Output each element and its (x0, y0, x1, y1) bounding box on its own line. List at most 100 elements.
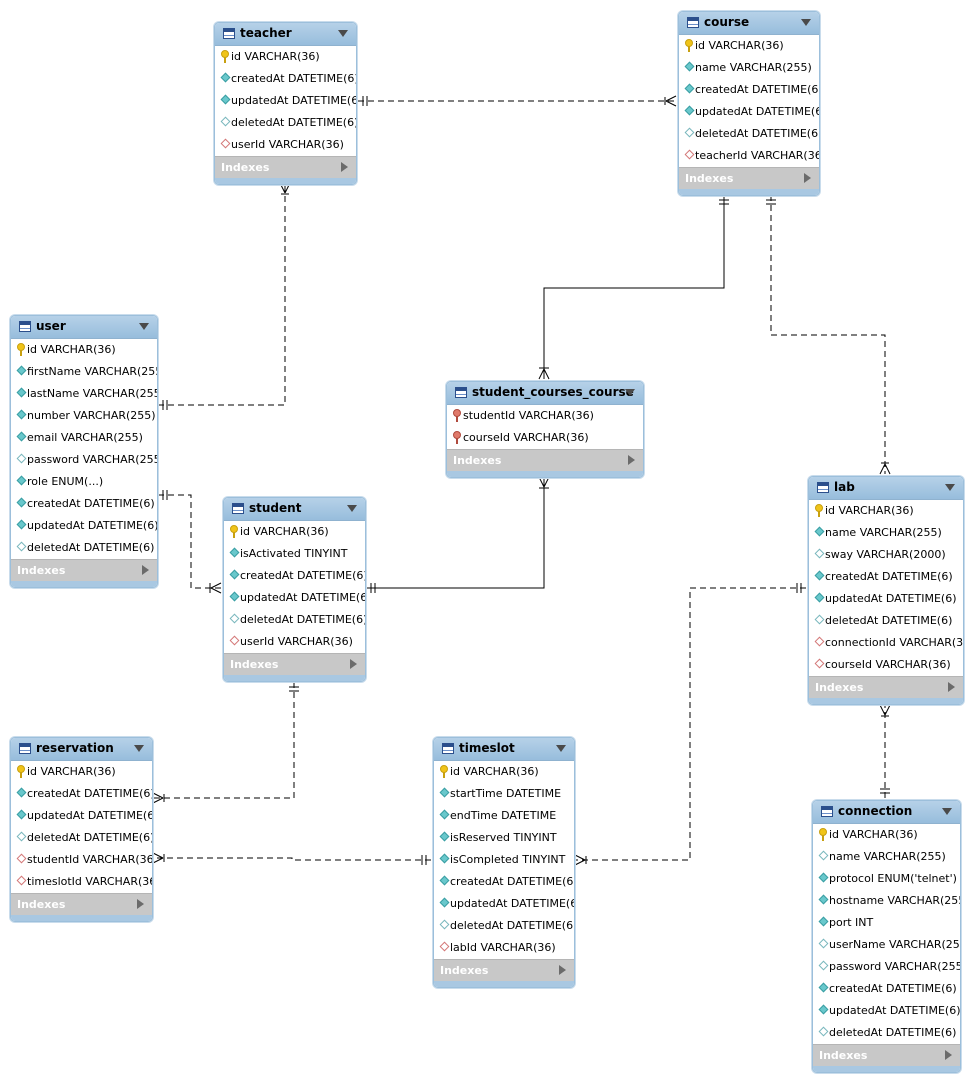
column-row[interactable]: password VARCHAR(255) (11, 449, 157, 471)
table-header[interactable]: reservation (11, 738, 152, 761)
column-row[interactable]: connectionId VARCHAR(36) (809, 632, 963, 654)
indexes-section[interactable]: Indexes (679, 167, 819, 189)
column-row[interactable]: port INT (813, 912, 960, 934)
column-row[interactable]: createdAt DATETIME(6) (11, 783, 152, 805)
expand-arrow-icon[interactable] (350, 659, 357, 669)
column-row[interactable]: isCompleted TINYINT (434, 849, 574, 871)
column-row[interactable]: deletedAt DATETIME(6) (215, 112, 356, 134)
collapse-arrow-icon[interactable] (625, 389, 635, 396)
collapse-arrow-icon[interactable] (556, 745, 566, 752)
column-row[interactable]: updatedAt DATETIME(6) (813, 1000, 960, 1022)
indexes-section[interactable]: Indexes (813, 1044, 960, 1066)
column-row[interactable]: createdAt DATETIME(6) (679, 79, 819, 101)
column-row[interactable]: updatedAt DATETIME(6) (434, 893, 574, 915)
column-row[interactable]: name VARCHAR(255) (809, 522, 963, 544)
column-row[interactable]: createdAt DATETIME(6) (11, 493, 157, 515)
table-header[interactable]: course (679, 12, 819, 35)
collapse-arrow-icon[interactable] (347, 505, 357, 512)
column-row[interactable]: name VARCHAR(255) (679, 57, 819, 79)
column-row[interactable]: teacherId VARCHAR(36) (679, 145, 819, 167)
column-row[interactable]: id VARCHAR(36) (434, 761, 574, 783)
column-row[interactable]: password VARCHAR(255) (813, 956, 960, 978)
column-row[interactable]: timeslotId VARCHAR(36) (11, 871, 152, 893)
column-row[interactable]: isReserved TINYINT (434, 827, 574, 849)
collapse-arrow-icon[interactable] (139, 323, 149, 330)
column-row[interactable]: deletedAt DATETIME(6) (224, 609, 365, 631)
indexes-section[interactable]: Indexes (11, 893, 152, 915)
collapse-arrow-icon[interactable] (945, 484, 955, 491)
expand-arrow-icon[interactable] (559, 965, 566, 975)
column-row[interactable]: endTime DATETIME (434, 805, 574, 827)
column-row[interactable]: studentId VARCHAR(36) (447, 405, 643, 427)
column-row[interactable]: id VARCHAR(36) (224, 521, 365, 543)
indexes-section[interactable]: Indexes (434, 959, 574, 981)
column-row[interactable]: deletedAt DATETIME(6) (11, 827, 152, 849)
collapse-arrow-icon[interactable] (801, 19, 811, 26)
column-row[interactable]: createdAt DATETIME(6) (224, 565, 365, 587)
indexes-section[interactable]: Indexes (447, 449, 643, 471)
table-header[interactable]: user (11, 316, 157, 339)
column-row[interactable]: userName VARCHAR(255) (813, 934, 960, 956)
column-row[interactable]: studentId VARCHAR(36) (11, 849, 152, 871)
column-row[interactable]: updatedAt DATETIME(6) (809, 588, 963, 610)
column-row[interactable]: updatedAt DATETIME(6) (215, 90, 356, 112)
indexes-section[interactable]: Indexes (224, 653, 365, 675)
column-row[interactable]: updatedAt DATETIME(6) (11, 805, 152, 827)
indexes-section[interactable]: Indexes (215, 156, 356, 178)
column-row[interactable]: labId VARCHAR(36) (434, 937, 574, 959)
expand-arrow-icon[interactable] (137, 899, 144, 909)
column-row[interactable]: createdAt DATETIME(6) (434, 871, 574, 893)
collapse-arrow-icon[interactable] (134, 745, 144, 752)
column-row[interactable]: id VARCHAR(36) (679, 35, 819, 57)
column-row[interactable]: isActivated TINYINT (224, 543, 365, 565)
expand-arrow-icon[interactable] (341, 162, 348, 172)
column-row[interactable]: updatedAt DATETIME(6) (224, 587, 365, 609)
column-row[interactable]: deletedAt DATETIME(6) (679, 123, 819, 145)
column-row[interactable]: deletedAt DATETIME(6) (11, 537, 157, 559)
column-row[interactable]: hostname VARCHAR(255) (813, 890, 960, 912)
column-row[interactable]: userId VARCHAR(36) (224, 631, 365, 653)
table-header[interactable]: student (224, 498, 365, 521)
column-row[interactable]: number VARCHAR(255) (11, 405, 157, 427)
collapse-arrow-icon[interactable] (338, 30, 348, 37)
column-row[interactable]: userId VARCHAR(36) (215, 134, 356, 156)
column-row[interactable]: sway VARCHAR(2000) (809, 544, 963, 566)
table-header[interactable]: teacher (215, 23, 356, 46)
expand-arrow-icon[interactable] (804, 173, 811, 183)
column-row[interactable]: courseId VARCHAR(36) (447, 427, 643, 449)
table-header[interactable]: lab (809, 477, 963, 500)
column-row[interactable]: name VARCHAR(255) (813, 846, 960, 868)
column-row[interactable]: lastName VARCHAR(255) (11, 383, 157, 405)
column-row[interactable]: id VARCHAR(36) (215, 46, 356, 68)
column-row[interactable]: startTime DATETIME (434, 783, 574, 805)
column-row[interactable]: createdAt DATETIME(6) (809, 566, 963, 588)
column-row[interactable]: courseId VARCHAR(36) (809, 654, 963, 676)
column-row[interactable]: role ENUM(...) (11, 471, 157, 493)
column-row[interactable]: email VARCHAR(255) (11, 427, 157, 449)
expand-arrow-icon[interactable] (628, 455, 635, 465)
table-header[interactable]: student_courses_course (447, 382, 643, 405)
column-row[interactable]: id VARCHAR(36) (813, 824, 960, 846)
column-row[interactable]: protocol ENUM('telnet') (813, 868, 960, 890)
collapse-arrow-icon[interactable] (942, 808, 952, 815)
column-row[interactable]: updatedAt DATETIME(6) (679, 101, 819, 123)
indexes-section[interactable]: Indexes (11, 559, 157, 581)
indexes-section[interactable]: Indexes (809, 676, 963, 698)
column-row[interactable]: firstName VARCHAR(255) (11, 361, 157, 383)
column-row[interactable]: id VARCHAR(36) (11, 761, 152, 783)
table-header[interactable]: connection (813, 801, 960, 824)
column-row[interactable]: deletedAt DATETIME(6) (813, 1022, 960, 1044)
column-row[interactable]: deletedAt DATETIME(6) (434, 915, 574, 937)
column-row[interactable]: deletedAt DATETIME(6) (809, 610, 963, 632)
column-row[interactable]: createdAt DATETIME(6) (813, 978, 960, 1000)
expand-arrow-icon[interactable] (948, 682, 955, 692)
